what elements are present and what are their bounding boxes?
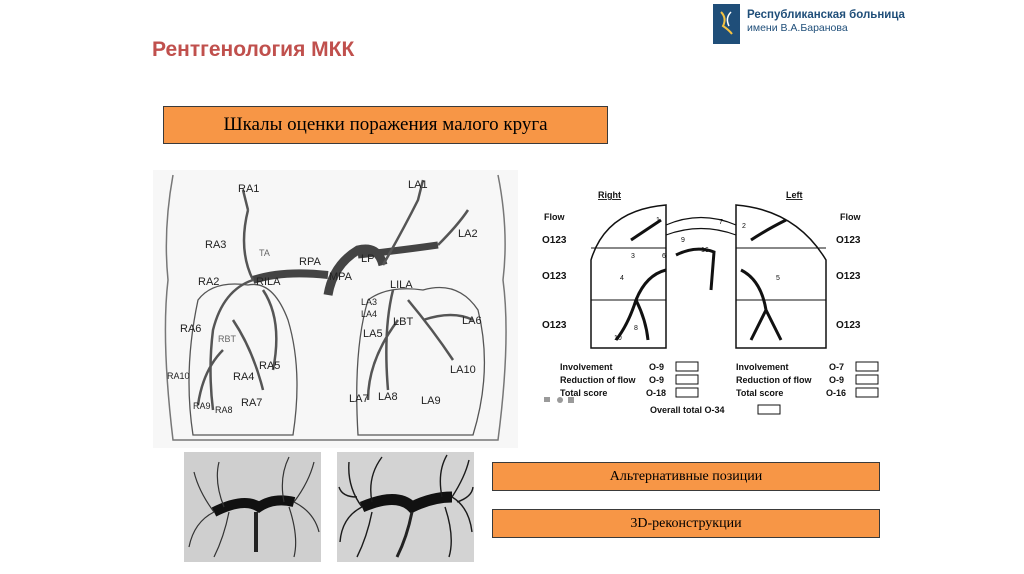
segment-2: 2 [742,223,746,230]
alternative-positions-box: Альтернативные позиции [492,462,880,491]
right-score-0-label: Involvement [560,362,613,372]
page-title: Рентгенология МКК [152,38,354,62]
left-score-0-label: Involvement [736,362,789,372]
label-ra10: RA10 [167,371,190,381]
3d-reconstruction-text: 3D-реконструкции [630,516,741,532]
label-la3: LA3 [361,297,377,307]
label-la1: LA1 [408,179,428,191]
label-ra3: RA3 [205,239,226,251]
left-score-1-label: Reduction of flow [736,375,812,385]
camera-toolbar-icon [557,397,563,403]
pulmonary-artery-diagram: RA1 LA1 RA3 TA LA2 RPA LP MPA RA2 RILA L… [153,170,518,448]
label-la9: LA9 [421,395,441,407]
alternative-positions-text: Альтернативные позиции [610,469,762,485]
copy-toolbar-icon [568,397,574,403]
label-la5: LA5 [363,328,383,340]
label-rbt: RBT [218,334,237,344]
label-lp: LP [361,253,374,265]
label-la6: LA6 [462,315,482,327]
segment-9: 9 [681,237,685,244]
3d-reconstruction-box: 3D-реконструкции [492,509,880,538]
segment-3: 3 [631,253,635,260]
label-ra1: RA1 [238,183,259,195]
label-ta: TA [259,248,270,258]
right-score-1-label: Reduction of flow [560,375,636,385]
right-lung-label: Right [598,190,621,200]
hospital-logo: Республиканская больница имени В.А.Баран… [713,4,913,44]
segment-5: 5 [776,275,780,282]
label-lbt: LBT [393,316,413,328]
flow-scale-r1: O123 [542,235,567,246]
angiogram-image-1 [184,452,321,562]
label-la8: LA8 [378,391,398,403]
logo-emblem-icon [713,4,740,44]
segment-7: 7 [719,219,723,226]
left-lung-label: Left [786,190,803,200]
right-score-2-label: Total score [560,388,607,398]
image-toolbar-icon [544,397,550,402]
label-lila: LILA [390,279,413,291]
right-score-0-range: O-9 [649,362,664,372]
scoring-diagram: Right Left Flow Flow O123 O123 O123 O123… [536,180,885,420]
left-score-0-range: O-7 [829,362,844,372]
flow-scale-r3: O123 [542,320,567,331]
segment-6: 6 [662,253,666,260]
label-mpa: MPA [329,271,353,283]
label-ra6: RA6 [180,323,201,335]
scales-title-box: Шкалы оценки поражения малого круга [163,106,608,144]
flow-scale-l2: O123 [836,271,861,282]
segment-1: 1 [656,217,660,224]
scales-title-text: Шкалы оценки поражения малого круга [223,114,547,136]
label-ra8: RA8 [215,405,233,415]
segment-8: 8 [634,325,638,332]
logo-line-1: Республиканская больница [747,9,905,22]
label-la10: LA10 [450,364,476,376]
left-score-2-label: Total score [736,388,783,398]
label-ra9: RA9 [193,401,211,411]
label-rpa: RPA [299,256,321,268]
flow-label-left: Flow [840,212,861,222]
overall-total: Overall total O-34 [650,405,725,415]
label-ra2: RA2 [198,276,219,288]
label-la7: LA7 [349,393,369,405]
segment-16: 16 [701,247,709,254]
right-score-1-range: O-9 [649,375,664,385]
flow-scale-r2: O123 [542,271,567,282]
segment-4: 4 [620,275,624,282]
angiogram-image-2 [337,452,474,562]
label-la2: LA2 [458,228,478,240]
label-ra4: RA4 [233,371,254,383]
label-ra5: RA5 [259,360,280,372]
segment-10: 10 [614,335,622,342]
flow-scale-l3: O123 [836,320,861,331]
left-score-2-range: O-16 [826,388,846,398]
flow-label-right: Flow [544,212,565,222]
label-la4: LA4 [361,309,377,319]
label-rila: RILA [256,276,281,288]
right-score-2-range: O-18 [646,388,666,398]
left-score-1-range: O-9 [829,375,844,385]
flow-scale-l1: O123 [836,235,861,246]
label-ra7: RA7 [241,397,262,409]
logo-line-2: имени В.А.Баранова [747,22,905,35]
